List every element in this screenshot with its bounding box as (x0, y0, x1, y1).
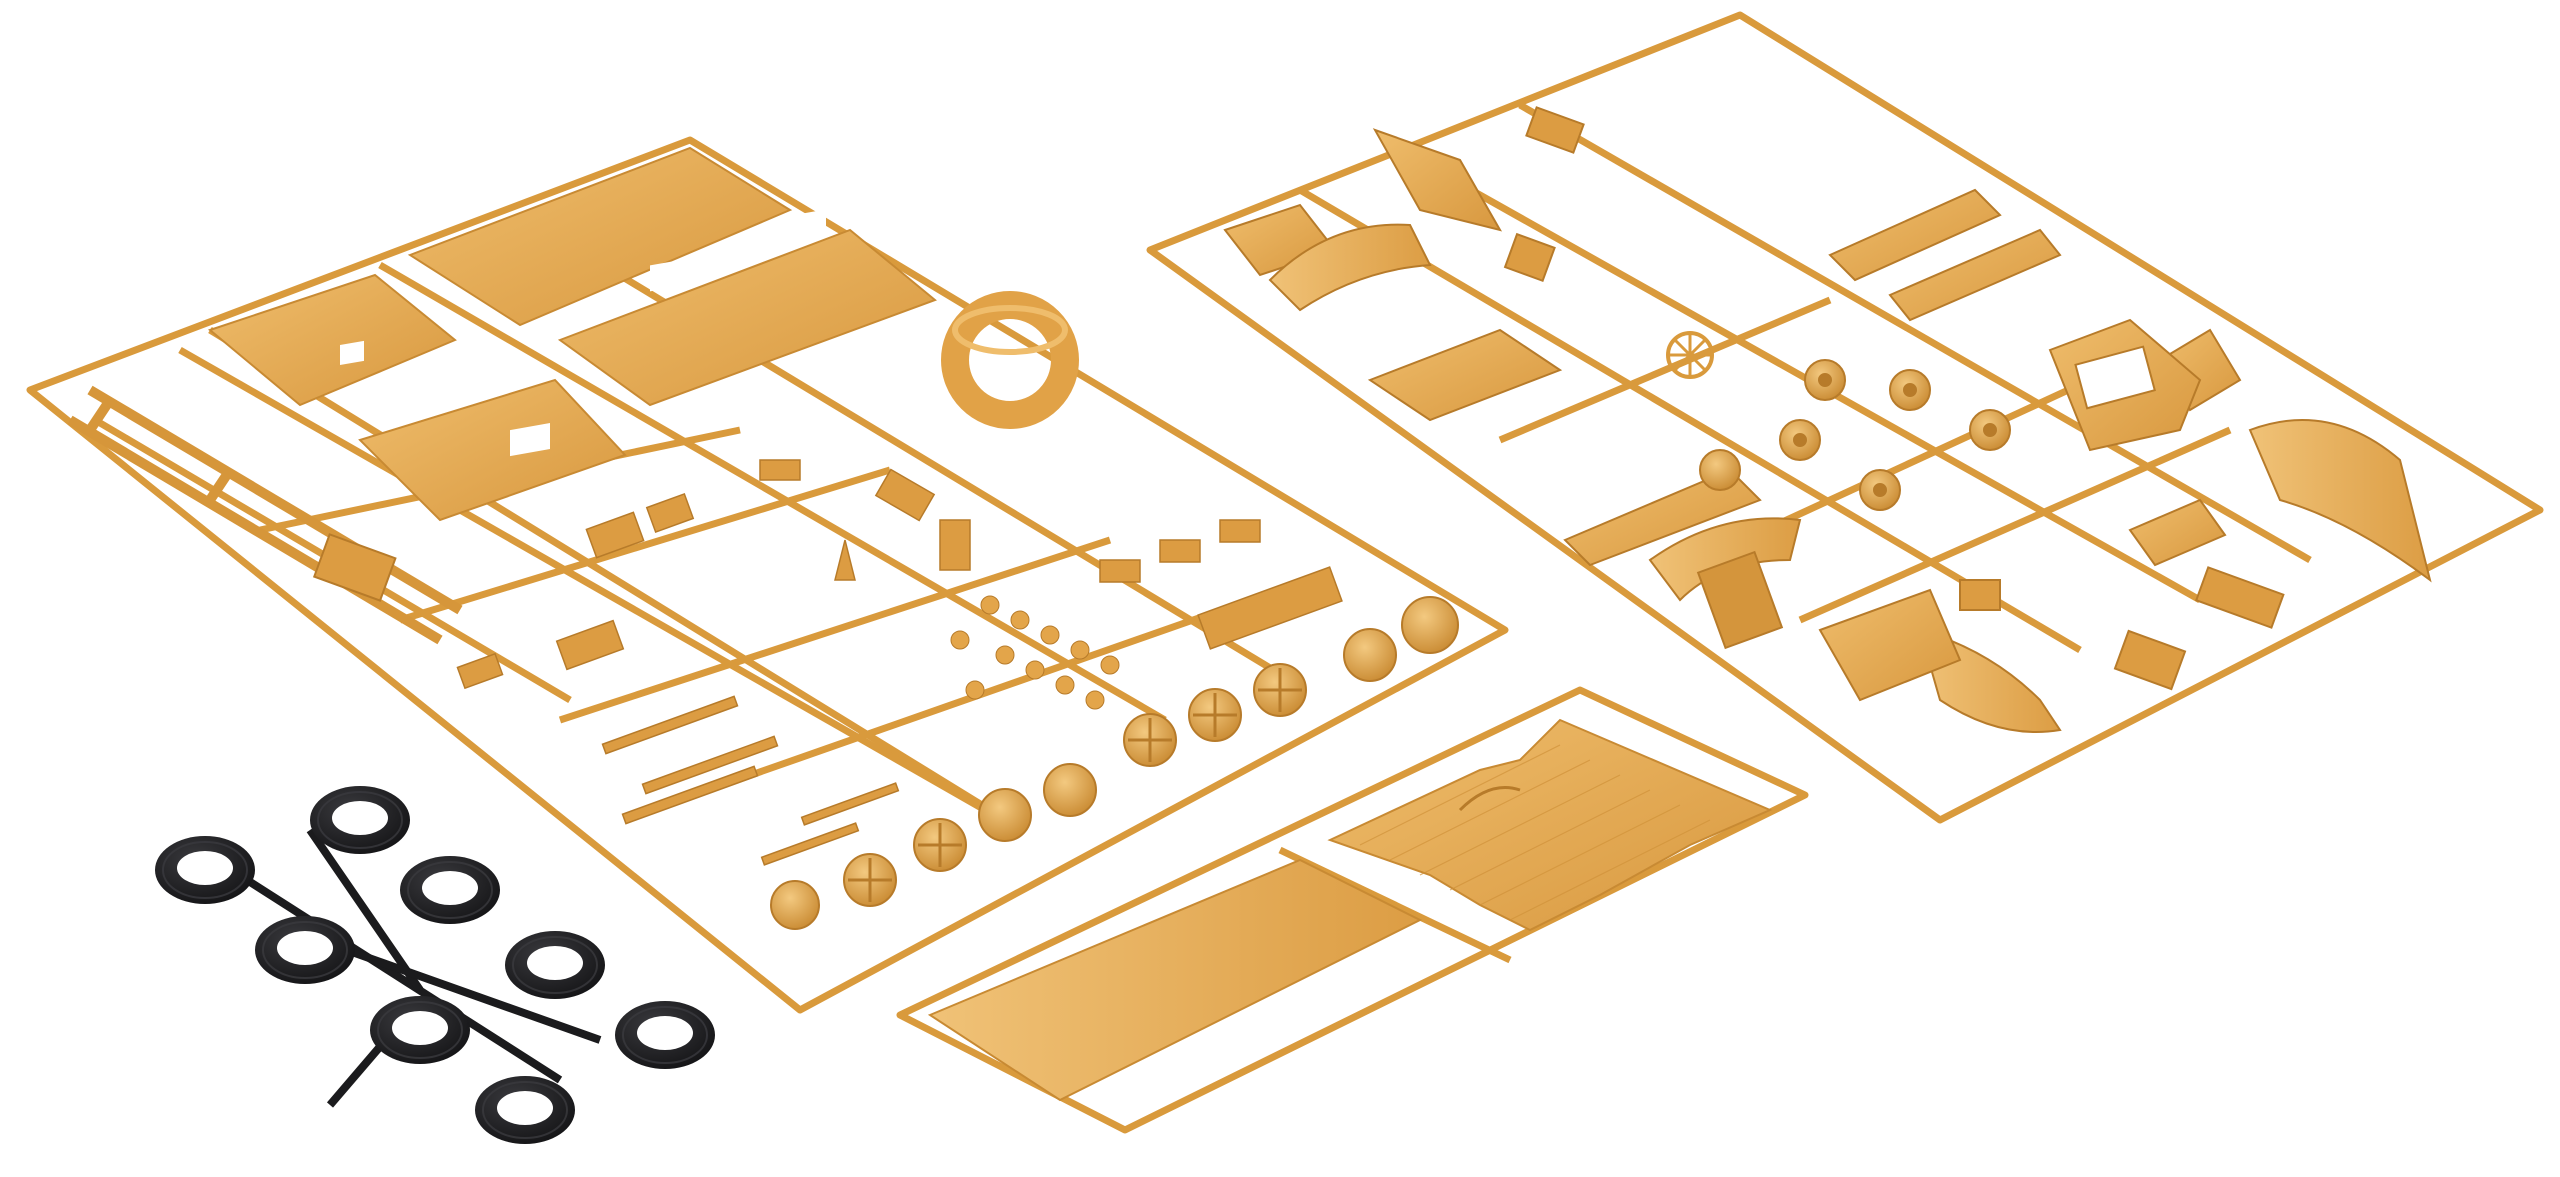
tiny-round-parts (950, 595, 1120, 710)
right-sprue-parts (1223, 106, 2432, 733)
curved-fender-part (941, 291, 1079, 429)
floor-panel (1327, 718, 1773, 932)
sprue-frame-right (1146, 11, 2544, 824)
left-sprue-panels (207, 83, 937, 522)
small-parts-cluster-left (456, 459, 1343, 866)
chassis-block (312, 533, 397, 602)
roof-panel (927, 858, 1423, 1102)
tire-sprue-black (155, 786, 715, 1144)
sprue-frame-bottom-panels (896, 686, 1809, 1134)
wheel-parts-left (770, 596, 1459, 930)
tire-group (155, 786, 715, 1144)
